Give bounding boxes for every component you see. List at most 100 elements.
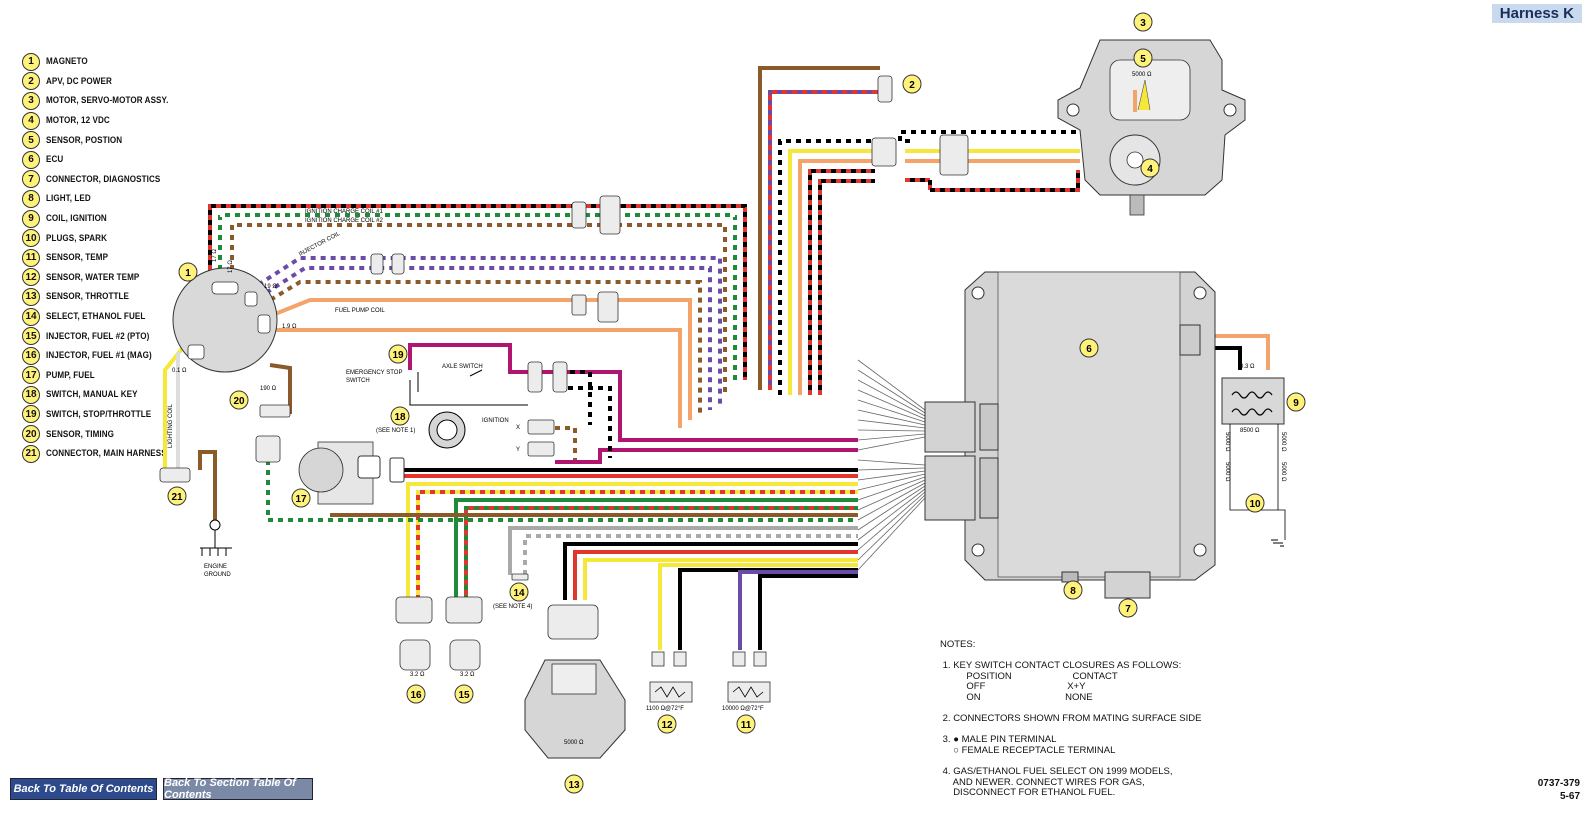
svg-text:1: 1: [185, 268, 191, 279]
page-title: Harness K: [1491, 4, 1582, 23]
legend-number: 13: [22, 287, 40, 306]
legend-label: SENSOR, POSTION: [46, 134, 123, 146]
wire-servo-r2: [818, 179, 875, 395]
legend-label: PUMP, FUEL: [46, 369, 95, 381]
label-res-190: 190 Ω: [260, 386, 277, 392]
back-to-toc-button[interactable]: Back To Table Of Contents: [10, 778, 157, 800]
callout-13: 13: [564, 774, 584, 794]
wire-inj-purple2: [256, 266, 712, 410]
ignition-coil: [1221, 377, 1286, 547]
wire-inj-brown2: [260, 280, 702, 415]
legend-label: SWITCH, STOP/THROTTLE: [46, 408, 152, 420]
legend-label: SENSOR, TIMING: [46, 428, 115, 440]
callout-6: 6: [1079, 338, 1099, 358]
wire-green-1: [454, 498, 858, 600]
label-res-17a: 17 Ω: [212, 249, 218, 262]
callout-5: 5: [1133, 48, 1153, 68]
wire-yellow-tps: [583, 558, 858, 600]
back-to-section-toc-button[interactable]: Back To Section Table Of Contents: [163, 777, 313, 801]
wire-brown-dash: [555, 426, 577, 460]
wire-servo-right-bw: [898, 130, 1080, 143]
svg-text:21: 21: [171, 492, 183, 503]
callout-15: 15: [454, 684, 474, 704]
legend-item: 9 COIL, IGNITION: [22, 209, 190, 229]
legend-label: APV, DC POWER: [46, 75, 112, 87]
legend-number: 19: [22, 405, 40, 424]
wire-bw-switch2: [560, 370, 592, 425]
legend-number: 9: [22, 209, 40, 228]
wire-ign-brown: [230, 223, 727, 395]
svg-text:9: 9: [1293, 398, 1299, 409]
label-ign-charge-1: IGNITION CHARGE COIL #1: [305, 209, 383, 215]
legend-number: 2: [22, 72, 40, 91]
callout-10: 10: [1245, 493, 1265, 513]
ecu-fan-wires: [857, 359, 926, 571]
legend-label: CONNECTOR, DIAGNOSTICS: [46, 173, 161, 185]
legend-label: MOTOR, 12 VDC: [46, 115, 110, 127]
wire-red-purple-apv: [768, 90, 880, 390]
legend-label: MOTOR, SERVO-MOTOR ASSY.: [46, 95, 169, 107]
wire-yellow-1: [406, 482, 858, 600]
wire-servo-r2-b: [818, 179, 875, 395]
wire-green-dash-1: [464, 506, 858, 600]
label-ignition: IGNITION: [482, 418, 509, 424]
label-lighting-coil: LIGHTING COIL: [168, 403, 174, 448]
legend-number: 8: [22, 189, 40, 208]
callout-8: 8: [1063, 580, 1083, 600]
legend-label: LIGHT, LED: [46, 193, 91, 205]
legend-number: 3: [22, 91, 40, 110]
wire-magenta: [408, 343, 858, 442]
legend-label: COIL, IGNITION: [46, 213, 107, 225]
fuel-pump: [298, 441, 405, 505]
label-res-19b: 1.9 Ω: [282, 324, 297, 330]
label-axle-switch: AXLE SWITCH: [442, 364, 483, 370]
wire-servo-yellow: [788, 149, 875, 395]
svg-text:2: 2: [909, 80, 915, 91]
legend-label: ECU: [46, 154, 64, 166]
wire-inj-purple: [248, 256, 722, 405]
label-res-03: 0.3 Ω: [1240, 364, 1255, 370]
legend-number: 1: [22, 52, 40, 71]
label-res-5000b: 5000 Ω: [1280, 432, 1286, 452]
wire-black-temp: [678, 568, 858, 650]
label-res-5000a: 5000 Ω: [1224, 432, 1230, 452]
label-ign-charge-2: IGNITION CHARGE COIL #2: [305, 218, 383, 224]
wire-brown-ground: [198, 450, 217, 520]
svg-text:4: 4: [1147, 164, 1153, 175]
callout-11: 11: [736, 714, 756, 734]
label-res-5000c: 5000 Ω: [1224, 462, 1230, 482]
wire-black-tps: [563, 542, 858, 600]
wire-brown-apv: [758, 66, 880, 390]
svg-text:16: 16: [410, 690, 422, 701]
label-res-10000: 10000 Ω@72°F: [722, 706, 764, 712]
label-res-1100: 1100 Ω@72°F: [646, 706, 684, 712]
callout-4: 4: [1140, 158, 1160, 178]
wire-ign-green-b: [218, 213, 737, 385]
svg-text:5: 5: [1140, 54, 1146, 65]
wire-red-dash-1: [416, 490, 858, 600]
label-see-note-4: (SEE NOTE 4): [493, 604, 532, 610]
wire-black-temp2: [758, 574, 858, 650]
legend-item: 17 PUMP, FUEL: [22, 366, 190, 386]
legend-label: INJECTOR, FUEL #1 (MAG): [46, 350, 152, 362]
label-res-5000-tps: 5000 Ω: [564, 740, 584, 746]
connectors: [159, 75, 969, 671]
legend-item: 8 LIGHT, LED: [22, 189, 190, 209]
legend-number: 17: [22, 366, 40, 385]
legend-number: 6: [22, 150, 40, 169]
label-res-17b: 17 Ω: [228, 260, 234, 273]
callout-1: 1: [178, 262, 198, 282]
wire-gray-1: [508, 526, 858, 575]
wire-ecu-orange: [1200, 334, 1270, 370]
legend-item: 19 SWITCH, STOP/THROTTLE: [22, 405, 190, 425]
wire-red-dash-1b: [416, 490, 858, 600]
legend-label: SWITCH, MANUAL KEY: [46, 389, 138, 401]
